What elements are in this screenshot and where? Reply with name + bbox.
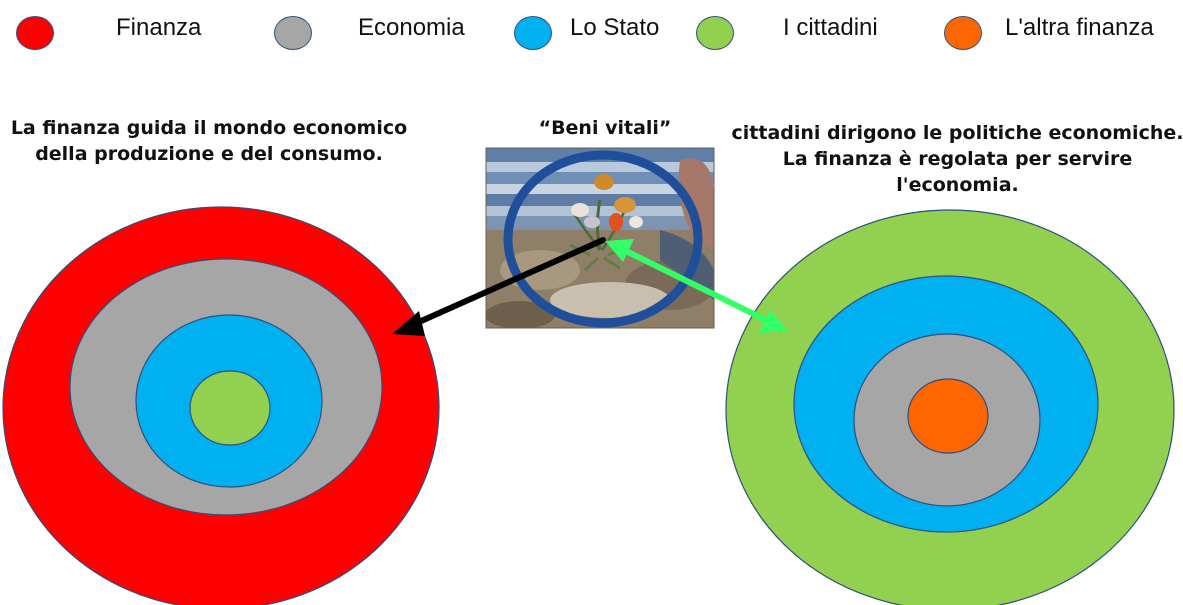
legend-swatch-altra-finanza	[944, 16, 982, 50]
right-caption-line2: La finanza è regolata per servire	[782, 148, 1133, 170]
arrow-to-left-target	[392, 237, 606, 336]
center-caption-title: “Beni vitali”	[538, 117, 672, 139]
left-ring-i-cittadini	[189, 370, 271, 446]
legend-label-lo-stato: Lo Stato	[570, 14, 660, 41]
legend-swatch-lo-stato	[514, 16, 552, 50]
legend-swatch-economia	[274, 16, 312, 50]
arrow-to-right-target	[605, 239, 788, 333]
legend-swatch-finanza	[16, 16, 54, 50]
legend-label-economia: Economia	[358, 14, 465, 41]
beni-vitali-picture	[486, 148, 714, 328]
right-target	[725, 209, 1175, 605]
right-caption-line3: l'economia.	[896, 174, 1019, 196]
right-ring-altra-finanza	[907, 378, 989, 454]
left-caption-line2: della produzione e del consumo.	[35, 143, 383, 165]
center-caption: “Beni vitali”	[500, 115, 710, 141]
legend-label-i-cittadini: I cittadini	[783, 14, 878, 41]
legend-label-finanza: Finanza	[116, 14, 202, 41]
left-target	[2, 206, 440, 605]
legend-swatch-i-cittadini	[696, 16, 734, 50]
legend-label-altra-finanza: L'altra finanza	[1005, 14, 1154, 41]
left-caption: La finanza guida il mondo economico dell…	[4, 115, 414, 167]
beni-vitali-picture-frame	[485, 147, 715, 329]
right-caption-line1: cittadini dirigono le politiche economic…	[731, 122, 1183, 144]
beni-vitali-circle	[503, 150, 703, 328]
left-caption-line1: La finanza guida il mondo economico	[10, 117, 408, 139]
right-caption: cittadini dirigono le politiche economic…	[725, 120, 1183, 198]
